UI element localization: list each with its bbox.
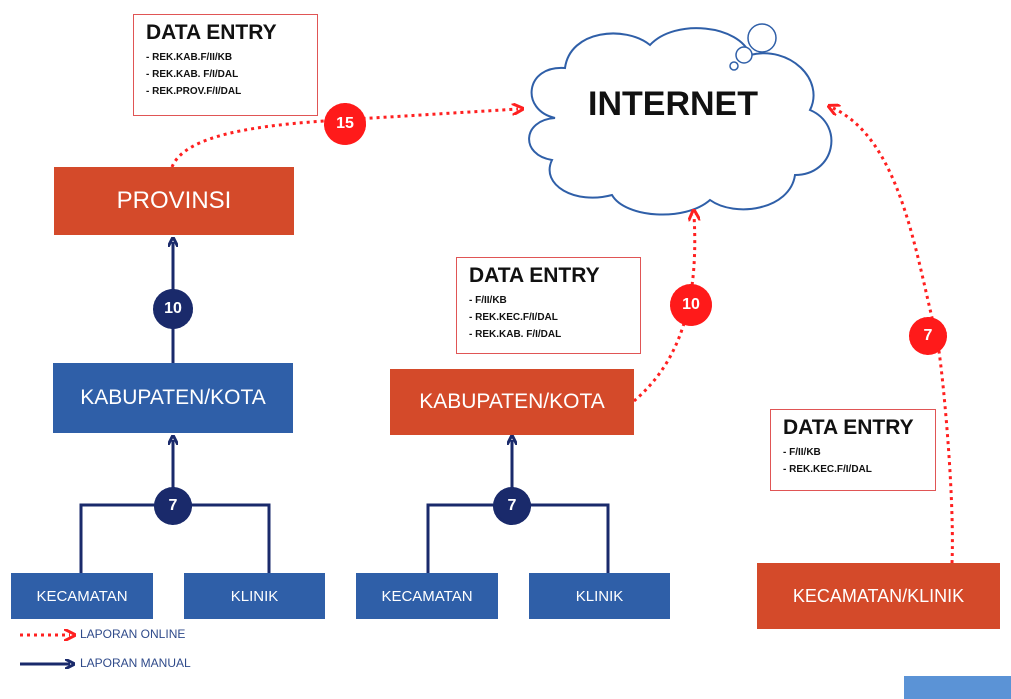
data-entry-item: - REK.KAB.F/II/KB (146, 52, 233, 63)
kecamatan-node-mid: KECAMATAN (356, 573, 498, 619)
kecamatan-klinik-node: KECAMATAN/KLINIK (757, 563, 1000, 629)
badge-left-group: 7 (154, 487, 192, 525)
badge-kabupaten-online: 10 (670, 284, 712, 326)
kabupaten-kota-manual-node: KABUPATEN/KOTA (53, 363, 293, 433)
online-lines (170, 108, 954, 564)
internet-cloud (528, 23, 833, 216)
badge-provinsi-online: 15 (324, 103, 366, 145)
data-entry-item: - REK.KAB. F/I/DAL (146, 69, 239, 80)
badge-kabupaten-to-provinsi: 10 (153, 289, 193, 329)
badge-kecamatan-online: 7 (909, 317, 947, 355)
badge-mid-group: 7 (493, 487, 531, 525)
kabupaten-kota-online-node: KABUPATEN/KOTA (390, 369, 634, 435)
data-entry-item: - F/II/KB (783, 447, 821, 458)
kecamatan-node-left: KECAMATAN (11, 573, 153, 619)
data-entry-item: - REK.KEC.F/I/DAL (469, 312, 558, 323)
internet-label: INTERNET (588, 85, 758, 123)
provinsi-node: PROVINSI (54, 167, 294, 235)
legend-lines (20, 635, 70, 664)
data-entry-item: - F/II/KB (469, 295, 507, 306)
klinik-node-left: KLINIK (184, 573, 325, 619)
data-entry-provinsi: DATA ENTRY - REK.KAB.F/II/KB - REK.KAB. … (133, 14, 318, 116)
data-entry-kabupaten: DATA ENTRY - F/II/KB - REK.KEC.F/I/DAL -… (456, 257, 641, 354)
data-entry-item: - REK.KEC.F/I/DAL (783, 464, 872, 475)
data-entry-title: DATA ENTRY (146, 21, 277, 44)
corner-block (904, 676, 1011, 699)
legend-online-label: LAPORAN ONLINE (80, 627, 186, 641)
data-entry-item: - REK.PROV.F/I/DAL (146, 86, 242, 97)
klinik-node-mid: KLINIK (529, 573, 670, 619)
legend-manual-label: LAPORAN MANUAL (80, 656, 191, 670)
data-entry-title: DATA ENTRY (783, 416, 914, 439)
data-entry-title: DATA ENTRY (469, 264, 600, 287)
data-entry-item: - REK.KAB. F/I/DAL (469, 329, 562, 340)
data-entry-kecamatan: DATA ENTRY - F/II/KB - REK.KEC.F/I/DAL (770, 409, 936, 491)
